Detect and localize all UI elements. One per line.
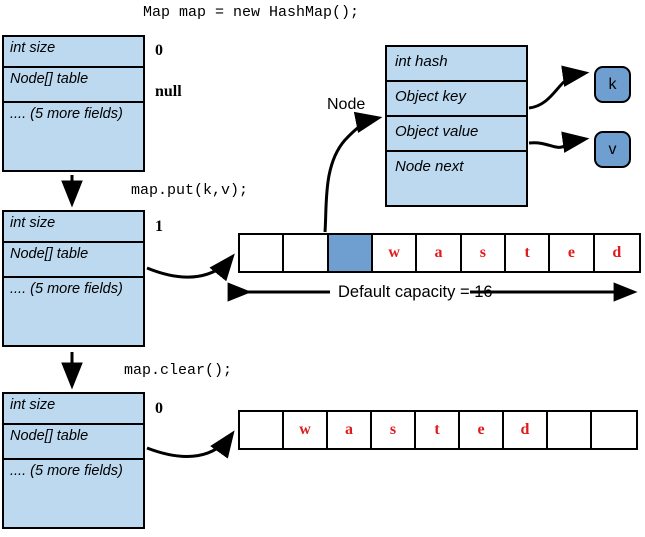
array-cell: t (416, 412, 460, 448)
array-cell: s (372, 412, 416, 448)
hashmap-object-box-after-clear: int size Node[] table .... (5 more field… (2, 392, 145, 529)
array-cell: w (284, 412, 328, 448)
field-int-size: int size (4, 394, 143, 425)
table-value-initial: null (155, 83, 182, 100)
hashmap-object-box-initial: int size Node[] table .... (5 more field… (2, 35, 145, 172)
array-cell (548, 412, 592, 448)
table-pointer-arrow-put (146, 253, 235, 282)
value-to-badge-arrow (528, 131, 590, 153)
array-cell: e (460, 412, 504, 448)
table-pointer-arrow-clear (146, 430, 235, 459)
node-field-next: Node next (395, 158, 464, 175)
array-cell: d (594, 235, 639, 271)
field-node-table: Node[] table (4, 68, 143, 103)
size-value-after-clear: 0 (155, 400, 163, 417)
field-more-fields: .... (5 more fields) (10, 106, 123, 122)
field-node-table: Node[] table (4, 425, 143, 460)
node-field-value: Object value (387, 117, 526, 152)
array-cell: e (550, 235, 595, 271)
clear-code-label: map.clear(); (124, 362, 233, 379)
size-value-after-put: 1 (155, 218, 163, 235)
array-cell (592, 412, 636, 448)
field-more-fields: .... (5 more fields) (10, 463, 123, 479)
value-object-badge: v (594, 131, 631, 168)
field-node-table: Node[] table (4, 243, 143, 278)
array-cell (284, 235, 329, 271)
array-cell (240, 235, 285, 271)
field-int-size: int size (4, 212, 143, 243)
put-code-label: map.put(k,v); (131, 182, 249, 199)
array-cell: a (328, 412, 372, 448)
node-field-hash: int hash (387, 47, 526, 82)
node-label: Node (327, 96, 366, 113)
array-cell: w (372, 235, 418, 271)
node-field-key: Object key (387, 82, 526, 117)
array-cell: a (417, 235, 462, 271)
bucket-to-node-arrow (323, 111, 383, 233)
hashmap-object-box-after-put: int size Node[] table .... (5 more field… (2, 210, 145, 347)
array-cell (240, 412, 284, 448)
node-struct-box: int hash Object key Object value Node ne… (385, 45, 528, 207)
field-more-fields: .... (5 more fields) (10, 281, 123, 297)
key-to-badge-arrow (528, 65, 590, 110)
array-cell: s (461, 235, 506, 271)
array-cell: t (505, 235, 551, 271)
title-code-label: Map map = new HashMap(); (143, 4, 360, 21)
key-object-badge: k (594, 66, 631, 103)
field-int-size: int size (4, 37, 143, 68)
array-cell (328, 235, 373, 271)
array-cell: d (504, 412, 548, 448)
size-value-initial: 0 (155, 42, 163, 59)
capacity-label: Default capacity = 16 (333, 283, 498, 302)
